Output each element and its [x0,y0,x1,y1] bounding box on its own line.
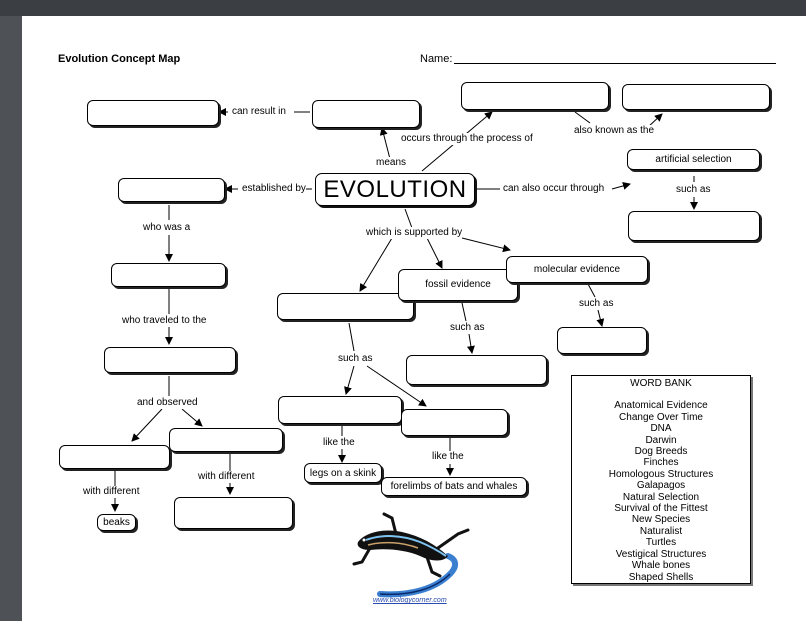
link-who-was-a: who was a [143,222,191,234]
word-bank-item: Finches [643,457,679,469]
connector-lines [111,108,698,512]
box-beaks: beaks [97,514,136,531]
document-page: Evolution Concept Map Name: [22,16,806,621]
link-such-as-molecular: such as [579,298,614,310]
blank-box-different-2 [174,497,293,529]
link-such-as-artificial: such as [676,184,711,196]
word-bank-item: DNA [650,423,672,435]
box-forelimbs: forelimbs of bats and whales [381,477,527,496]
viewer-side-strip [0,16,22,621]
link-like-the-1: like the [323,437,355,449]
word-bank-item: Turtles [645,537,677,549]
link-can-also-occur: can also occur through [503,183,605,195]
link-can-result-in: can result in [232,106,286,118]
word-bank-title: WORD BANK [630,378,692,389]
link-and-observed: and observed [137,397,198,409]
link-with-different-2: with different [198,471,255,483]
word-bank-item: Dog Breeds [634,446,688,458]
blank-box-anatomical-1 [278,396,402,424]
blank-box-anatomical-2 [401,409,508,436]
link-such-as-fossil: such as [450,322,485,334]
link-such-as-anatomical: such as [338,353,373,365]
word-bank-item: Whale bones [631,560,691,572]
blank-box-observed-1 [59,445,170,469]
blank-box-also-known [622,84,770,110]
word-bank-item: Shaped Shells [628,571,694,583]
word-bank-item: New Species [631,514,691,526]
link-established-by: established by [242,183,306,195]
word-bank-item: Change Over Time [619,411,703,423]
word-bank-item: Darwin [645,434,677,446]
word-bank-item: Galapagos [636,480,686,492]
box-fossil-evidence: fossil evidence [398,269,518,301]
word-bank-item: Homologous Structures [608,468,714,480]
link-who-traveled: who traveled to the [122,315,207,327]
blank-box-means [312,100,420,128]
word-bank-item: Naturalist [639,525,683,537]
lizard-illustration [352,512,470,598]
box-molecular-evidence: molecular evidence [506,256,648,283]
link-supported-by: which is supported by [366,227,463,239]
word-bank-item: Vestigical Structures [615,548,707,560]
word-bank-item: Survival of the Fittest [614,503,708,515]
blank-box-result [87,100,219,126]
word-bank-item: Anatomical Evidence [614,400,708,412]
name-field-line [454,63,776,64]
link-like-the-2: like the [432,451,464,463]
link-with-different-1: with different [83,486,140,498]
source-credit-link[interactable]: www.biologycorner.com [373,597,447,604]
link-means: means [376,157,407,169]
blank-box-who-was [111,263,226,287]
viewer-toolbar [0,0,806,16]
blank-box-evidence [277,293,414,320]
blank-box-observed-2 [169,428,283,452]
link-also-known-as: also known as the [574,125,655,137]
box-artificial-selection: artificial selection [627,149,760,170]
word-bank: WORD BANK Anatomical Evidence Change Ove… [571,375,751,584]
blank-box-molecular-example [557,327,647,354]
word-bank-item: Natural Selection [622,491,700,503]
blank-box-process [461,82,609,110]
blank-box-fossil-example [406,355,547,385]
page-title: Evolution Concept Map [58,53,181,65]
box-legs-skink: legs on a skink [304,463,382,483]
blank-box-artificial-example [628,211,760,241]
name-label: Name: [420,53,453,65]
center-concept: EVOLUTION [315,173,475,206]
link-occurs-through: occurs through the process of [401,133,533,145]
blank-box-traveled [104,347,236,373]
blank-box-established [118,178,225,202]
